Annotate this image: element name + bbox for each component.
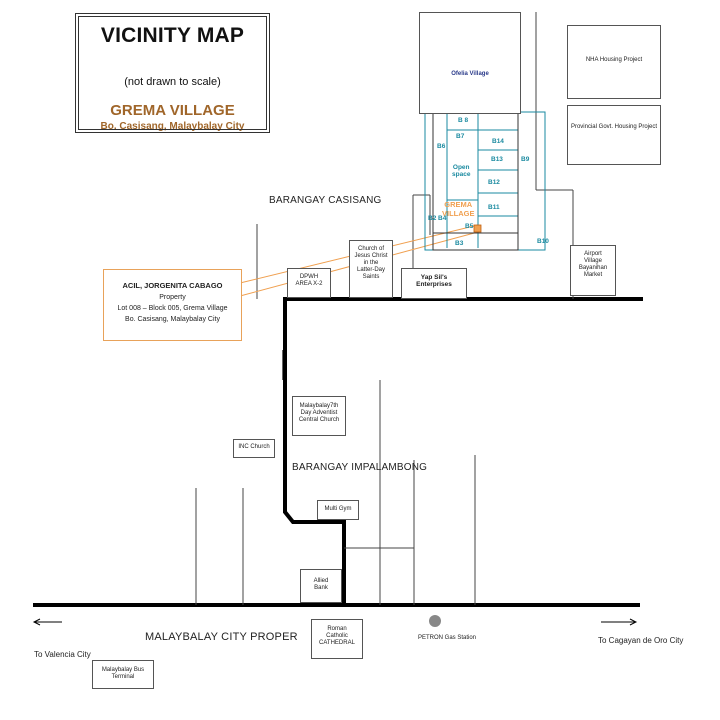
block-b14: B14 [492,138,504,145]
callout-lot: Lot 008 – Block 005, Grema Village [117,305,228,312]
block-b11: B11 [488,204,500,211]
dpwh-label: DPWH AREA X-2 [295,274,323,287]
provincial-housing-box: Provincial Govt. Housing Project [567,105,661,165]
provincial-housing-label: Provincial Govt. Housing Project [570,124,658,130]
yapss-box: Yap Sil's Enterprises [401,268,467,299]
to-cagayan-label: To Cagayan de Oro City [598,636,684,645]
barangay-casisang-label: BARANGAY CASISANG [269,195,382,206]
airport-village-box: Airport Village Bayanihan Market [570,245,616,296]
inc-church-box: INC Church [233,439,275,458]
block-b3: B3 [455,240,464,247]
nha-housing-label: NHA Housing Project [585,57,643,63]
block-b4: B4 [438,215,447,222]
ofelia-village-box: Ofelia Village [419,12,521,114]
dpwh-box: DPWH AREA X-2 [287,268,331,298]
cathedral-label: Roman Catholic CATHEDRAL [319,626,355,646]
bus-terminal-box: Malaybalay Bus Terminal [92,660,154,689]
block-b9: B9 [521,156,530,163]
block-b12: B12 [488,179,500,186]
block-b7: B7 [456,133,465,140]
callout-location: Bo. Casisang, Malaybalay City [125,316,220,323]
lds-church-label: Church of Jesus Christ in the Latter-Day… [354,246,388,280]
barangay-impalambong-label: BARANGAY IMPALAMBONG [292,462,428,473]
sda-church-box: Malaybalay7th Day Adventist Central Chur… [292,396,346,436]
allied-bank-label: Allied Bank [313,578,329,591]
city-proper-label: MALAYBALAY CITY PROPER [145,631,298,643]
block-b8: B 8 [458,117,469,124]
block-b13: B13 [491,156,503,163]
nha-housing-box: NHA Housing Project [567,25,661,99]
property-marker [473,224,482,233]
block-b5: B5 [465,223,474,230]
block-b6: B6 [437,143,446,150]
callout-property: Property [159,294,186,301]
ofelia-village-label: Ofelia Village [451,71,489,77]
allied-bank-box: Allied Bank [300,569,342,603]
sda-church-label: Malaybalay7th Day Adventist Central Chur… [298,403,340,423]
bus-terminal-label: Malaybalay Bus Terminal [101,667,145,680]
cathedral-box: Roman Catholic CATHEDRAL [311,619,363,659]
block-b10: B10 [537,238,549,245]
inc-church-label: INC Church [238,444,270,450]
multi-gym-label: Multi Gym [324,506,352,512]
block-grid [424,111,546,251]
yapss-label: Yap Sil's Enterprises [416,274,452,289]
connector-road [283,299,346,605]
lds-church-box: Church of Jesus Christ in the Latter-Day… [349,240,393,298]
title-box: VICINITY MAP (not drawn to scale) GREMA … [75,13,270,133]
petron-label: PETRON Gas Station [418,635,477,641]
grema-village-map-label: GREMA VILLAGE [442,200,475,218]
multi-gym-box: Multi Gym [317,500,359,520]
property-callout: ACIL, JORGENITA CABAGO Property Lot 008 … [103,269,242,341]
owner-name: ACIL, JORGENITA CABAGO [122,281,223,290]
block-b2: B2 [428,215,437,222]
airport-village-label: Airport Village Bayanihan Market [578,251,608,278]
to-valencia-label: To Valencia City [34,650,91,659]
petron-marker [429,615,441,627]
block-open-space: Open space [452,164,471,179]
